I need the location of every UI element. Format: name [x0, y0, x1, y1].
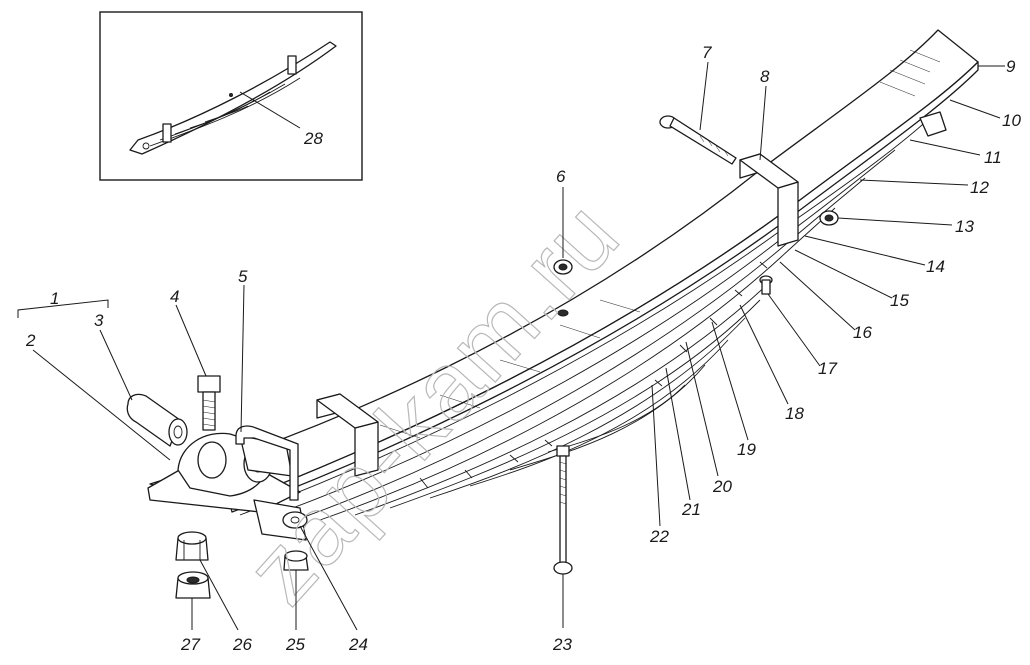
- callout-2: 2: [25, 331, 36, 350]
- u-bolt-5: [235, 425, 299, 501]
- bushing: [126, 393, 188, 447]
- callout-4: 4: [170, 287, 179, 306]
- callout-16: 16: [853, 323, 872, 342]
- leader-lines: [17, 61, 1005, 631]
- callout-3: 3: [94, 311, 104, 330]
- callout-15: 15: [890, 291, 909, 310]
- nut-13: [819, 210, 839, 226]
- callout-7: 7: [702, 43, 712, 62]
- clamp-right: [739, 153, 799, 247]
- callout-19: 19: [737, 440, 756, 459]
- callout-12: 12: [970, 178, 989, 197]
- callout-10: 10: [1002, 111, 1021, 130]
- callout-14: 14: [926, 257, 945, 276]
- callout-22: 22: [649, 527, 669, 546]
- inset-assembly-view: [99, 11, 363, 181]
- callout-18: 18: [785, 404, 804, 423]
- callout-1: 1: [50, 289, 59, 308]
- callout-26: 26: [232, 635, 252, 654]
- nut-25: [283, 550, 309, 571]
- callout-20: 20: [712, 477, 732, 496]
- callout-17: 17: [818, 359, 837, 378]
- callout-23: 23: [552, 635, 572, 654]
- leaf-spring-pack: [149, 29, 979, 523]
- callout-24: 24: [348, 635, 368, 654]
- callout-25: 25: [285, 635, 305, 654]
- bolt-7: [659, 115, 737, 165]
- callout-21: 21: [681, 500, 701, 519]
- callout-11: 11: [984, 148, 1002, 167]
- callout-28: 28: [303, 129, 323, 148]
- callout-6: 6: [556, 167, 566, 186]
- callout-5: 5: [238, 267, 248, 286]
- callout-27: 27: [180, 635, 200, 654]
- bolt-4: [197, 375, 221, 431]
- callout-8: 8: [760, 67, 770, 86]
- castle-nut-26: [175, 531, 209, 561]
- clamp-left: [316, 393, 379, 477]
- callout-13: 13: [955, 217, 974, 236]
- rivet-17: [759, 275, 773, 295]
- nut-27: [175, 571, 211, 599]
- washer-24: [282, 511, 308, 529]
- callout-9: 9: [1006, 57, 1016, 76]
- bracket-end-right: [919, 111, 947, 137]
- center-bolt-23: [553, 445, 573, 575]
- nut-6: [553, 259, 573, 275]
- callout-labels: 1 2 3 4 5 6 7 8 9 10 11 12 13 14 15 16 1…: [25, 43, 1021, 654]
